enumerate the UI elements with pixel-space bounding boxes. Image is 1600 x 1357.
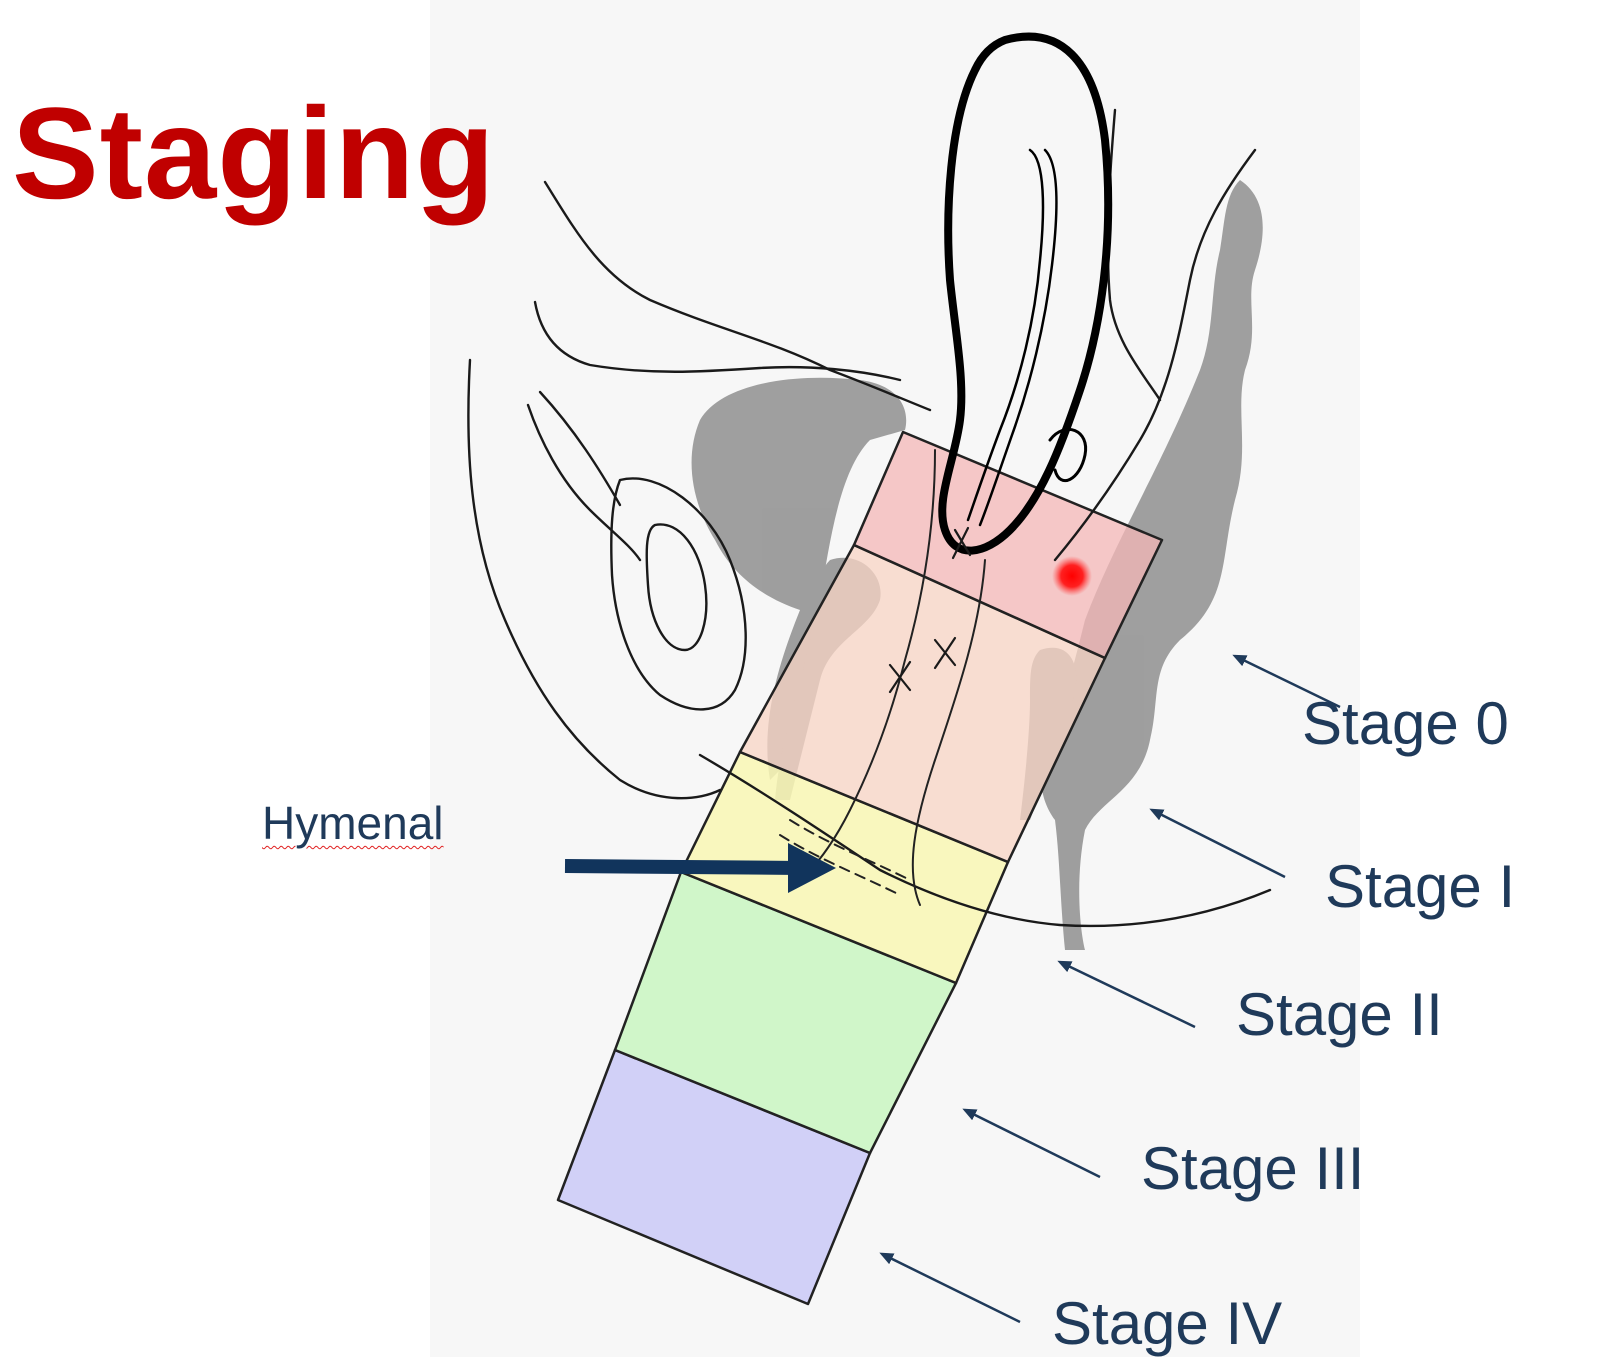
band-stage-0 [852, 430, 1164, 660]
stage-arrows [879, 654, 1341, 1324]
rectum-shading [1040, 180, 1263, 950]
stage-bands [556, 430, 1164, 1306]
slide-title: Staging [12, 80, 496, 226]
bladder-shading [691, 377, 907, 780]
suture-marks [888, 526, 972, 694]
lesion-dot [1052, 556, 1092, 596]
uterus-outline [938, 32, 1113, 555]
arrow-stage-0 [1232, 654, 1341, 709]
stage-3-label: Stage III [1141, 1135, 1365, 1202]
stage-1-label: Stage I [1325, 853, 1516, 920]
stage-4-label: Stage IV [1052, 1290, 1283, 1357]
stage-0-label: Stage 0 [1302, 690, 1509, 757]
anatomy-outlines [467, 108, 1272, 928]
hymenal-label: Hymenal [262, 797, 444, 849]
arrow-stage-2 [1057, 960, 1196, 1029]
hymenal-arrow[interactable] [564, 843, 836, 893]
canal-lines [779, 449, 986, 906]
stage-2-label: Stage II [1236, 981, 1443, 1048]
arrow-stage-1 [1149, 808, 1286, 879]
arrow-stage-3 [962, 1108, 1101, 1179]
arrow-stage-4 [879, 1252, 1021, 1324]
